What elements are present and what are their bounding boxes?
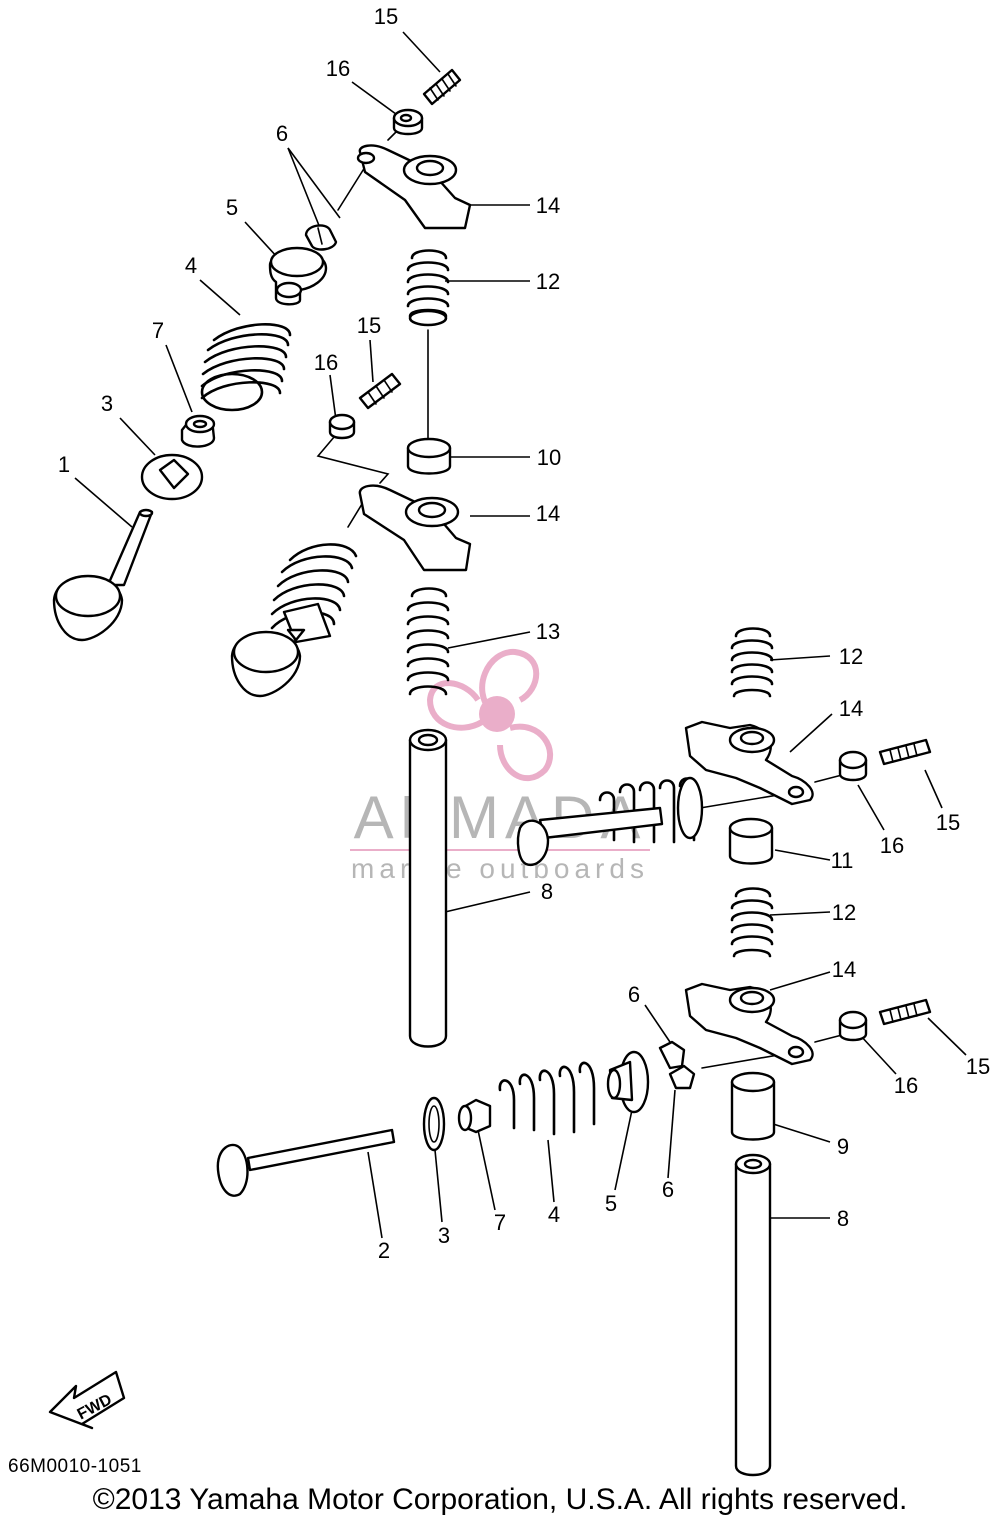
pin-15-mid: [358, 372, 402, 410]
stem-seal-7-bottom: [457, 1098, 492, 1134]
part-label: 7: [152, 318, 164, 343]
collar-16-top: [392, 108, 424, 136]
push-rod-8-right: [734, 1153, 772, 1477]
spring-12-top: [406, 249, 450, 327]
part-label: 15: [966, 1054, 990, 1079]
part-label: 16: [880, 833, 904, 858]
part-label: 1: [58, 452, 70, 477]
part-label: 4: [185, 253, 197, 278]
valve-1: [52, 508, 154, 642]
part-label: 16: [326, 56, 350, 81]
washer-3-bottom: [422, 1096, 446, 1152]
cotter-6-bottom: [658, 1040, 696, 1090]
collar-16-right-lower: [838, 1010, 868, 1042]
part-label: 12: [839, 644, 863, 669]
washer-3-top: [140, 453, 204, 501]
push-rod-8-left: [408, 728, 448, 1048]
part-label: 3: [101, 391, 113, 416]
shim-10: [406, 437, 452, 475]
rocker-arm-14-right-upper: [684, 720, 814, 806]
pin-15-top: [422, 68, 462, 106]
part-label: 14: [832, 957, 856, 982]
part-label: 7: [494, 1210, 506, 1235]
leader-lines: [74, 31, 967, 1239]
part-label: 16: [314, 350, 338, 375]
collar-16-right-upper: [838, 750, 868, 782]
valve-spring-4-bottom: [498, 1061, 596, 1136]
part-label: 6: [662, 1177, 674, 1202]
valve-assembly-right: [516, 776, 704, 867]
valve-2: [216, 1128, 396, 1197]
part-label: 15: [357, 313, 381, 338]
pin-15-right-lower: [878, 998, 932, 1026]
collar-16-mid: [328, 413, 356, 440]
rocker-arm-14-right-lower: [684, 982, 814, 1066]
spring-12-right-upper: [730, 627, 774, 698]
part-labels: 15 16 6 14 5 4 12 7 15 16 3 10 1 14 13 1…: [58, 4, 990, 1263]
part-label: 6: [628, 982, 640, 1007]
part-label: 15: [936, 810, 960, 835]
cotter-6-top: [304, 224, 338, 251]
retainer-5-bottom: [606, 1050, 650, 1114]
watermark-tagline: marine outboards: [351, 853, 649, 884]
part-label: 14: [536, 501, 560, 526]
stem-seal-7-top: [180, 414, 216, 448]
part-label: 15: [374, 4, 398, 29]
shim-9: [730, 1071, 776, 1141]
part-label: 4: [548, 1202, 560, 1227]
part-label: 14: [536, 193, 560, 218]
part-label: 5: [226, 195, 238, 220]
part-label: 14: [839, 696, 863, 721]
propeller-logo-icon: [426, 649, 553, 782]
shim-11: [728, 817, 774, 865]
retainer-5-top: [268, 246, 328, 306]
rocker-arm-14-top: [356, 144, 472, 230]
part-label: 12: [536, 269, 560, 294]
spring-13: [406, 587, 450, 696]
part-label: 10: [537, 445, 561, 470]
part-label: 5: [605, 1191, 617, 1216]
part-label: 8: [837, 1206, 849, 1231]
part-label: 2: [378, 1238, 390, 1263]
armada-watermark: ARMADA marine outboards: [350, 649, 650, 884]
part-label: 11: [831, 848, 854, 873]
part-label: 9: [837, 1134, 849, 1159]
part-label: 12: [832, 900, 856, 925]
valve-spring-4-top: [200, 323, 292, 412]
valve-assembly-mid: [230, 543, 358, 698]
pin-15-right-upper: [878, 738, 932, 766]
part-label: 3: [438, 1223, 450, 1248]
rocker-arm-14-mid: [358, 484, 472, 572]
copyright-notice: ©2013 Yamaha Motor Corporation, U.S.A. A…: [92, 1483, 908, 1516]
part-label: 6: [276, 121, 288, 146]
part-label: 13: [536, 619, 560, 644]
part-label: 8: [541, 879, 553, 904]
fwd-arrow-icon: FWD: [48, 1370, 126, 1430]
part-label: 16: [894, 1073, 918, 1098]
spring-12-right-lower: [730, 887, 774, 958]
drawing-code: 66M0010-1051: [8, 1456, 142, 1477]
